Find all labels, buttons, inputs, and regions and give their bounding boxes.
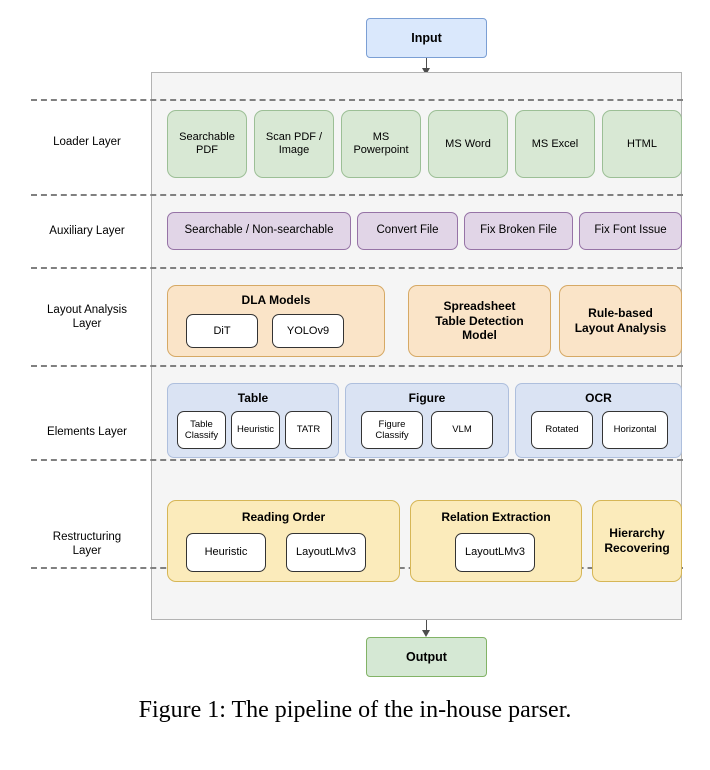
elements-group-figure-title: Figure: [408, 391, 446, 405]
restructuring-node-heuristic[interactable]: Heuristic: [186, 533, 266, 572]
elements-node-tatr[interactable]: TATR: [285, 411, 332, 449]
elements-node-figure-classify[interactable]: Figure Classify: [361, 411, 423, 449]
auxiliary-node-convert-file[interactable]: Convert File: [357, 212, 458, 250]
elements-group-table-title: Table: [237, 391, 269, 405]
elements-group-figure[interactable]: Figure Figure Classify VLM: [345, 383, 509, 458]
elements-group-ocr[interactable]: OCR Rotated Horizontal: [515, 383, 682, 458]
layer-label-restructuring: Restructuring Layer: [52, 531, 122, 558]
layer-separator: [31, 194, 683, 196]
restructuring-group-reading-order-title: Reading Order: [241, 510, 326, 524]
elements-node-horizontal[interactable]: Horizontal: [602, 411, 668, 449]
layer-separator: [31, 365, 683, 367]
loader-node-ms-word[interactable]: MS Word: [428, 110, 508, 178]
loader-node-ms-powerpoint[interactable]: MS Powerpoint: [341, 110, 421, 178]
layer-separator: [31, 99, 683, 101]
layer-label-elements: Elements Layer: [47, 426, 127, 438]
elements-group-ocr-title: OCR: [585, 391, 612, 405]
output-node[interactable]: Output: [366, 637, 487, 677]
loader-node-scan-pdf-image[interactable]: Scan PDF / Image: [254, 110, 334, 178]
elements-group-table[interactable]: Table Table Classify Heuristic TATR: [167, 383, 339, 458]
layout-group-dla-models-title: DLA Models: [241, 293, 311, 307]
restructuring-group-hierarchy-recovering[interactable]: Hierarchy Recovering: [592, 500, 682, 582]
layout-node-dit[interactable]: DiT: [186, 314, 258, 348]
layout-node-yolov9[interactable]: YOLOv9: [272, 314, 344, 348]
layer-label-auxiliary: Auxiliary Layer: [49, 225, 125, 237]
layout-group-rule-based-layout-analysis[interactable]: Rule-based Layout Analysis: [559, 285, 682, 357]
elements-node-rotated[interactable]: Rotated: [531, 411, 593, 449]
restructuring-node-layoutlmv3-relation[interactable]: LayoutLMv3: [455, 533, 535, 572]
loader-node-ms-excel[interactable]: MS Excel: [515, 110, 595, 178]
layer-separator: [31, 459, 683, 461]
input-node[interactable]: Input: [366, 18, 487, 58]
layer-label-layout-analysis: Layout Analysis Layer: [47, 304, 127, 331]
loader-node-searchable-pdf[interactable]: Searchable PDF: [167, 110, 247, 178]
auxiliary-node-searchable-non-searchable[interactable]: Searchable / Non-searchable: [167, 212, 351, 250]
layout-group-dla-models[interactable]: DLA Models DiT YOLOv9: [167, 285, 385, 357]
restructuring-node-layoutlmv3-reading-order[interactable]: LayoutLMv3: [286, 533, 366, 572]
layer-label-loader: Loader Layer: [53, 136, 121, 148]
elements-node-table-classify[interactable]: Table Classify: [177, 411, 226, 449]
elements-node-heuristic[interactable]: Heuristic: [231, 411, 280, 449]
restructuring-group-reading-order[interactable]: Reading Order Heuristic LayoutLMv3: [167, 500, 400, 582]
restructuring-group-relation-extraction[interactable]: Relation Extraction LayoutLMv3: [410, 500, 582, 582]
auxiliary-node-fix-broken-file[interactable]: Fix Broken File: [464, 212, 573, 250]
layout-group-spreadsheet-table-detection-model[interactable]: Spreadsheet Table Detection Model: [408, 285, 551, 357]
restructuring-group-relation-extraction-title: Relation Extraction: [441, 510, 551, 524]
layer-separator: [31, 267, 683, 269]
auxiliary-node-fix-font-issue[interactable]: Fix Font Issue: [579, 212, 682, 250]
elements-node-vlm[interactable]: VLM: [431, 411, 493, 449]
figure-caption: Figure 1: The pipeline of the in-house p…: [138, 697, 572, 723]
loader-node-html[interactable]: HTML: [602, 110, 682, 178]
